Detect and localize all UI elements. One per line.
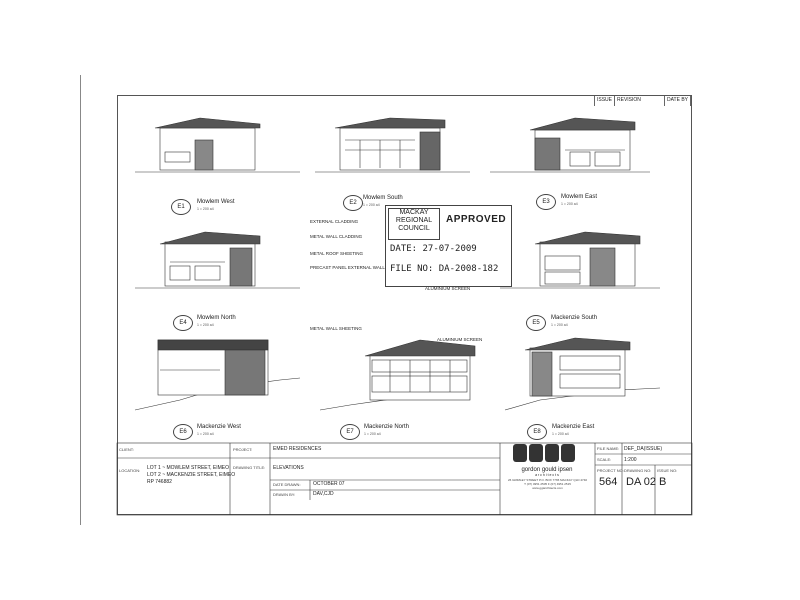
issue-no-label: ISSUE NO: <box>657 468 678 473</box>
issue-header: ISSUE <box>595 96 616 106</box>
elevation-e1-building <box>154 117 261 171</box>
elevation-e4-building <box>159 231 261 287</box>
elevation-e6-building <box>157 339 269 396</box>
firm-subtitle: a r c h i t e c t s <box>535 473 559 477</box>
elevation-e8-building <box>524 337 631 397</box>
firm-address-line: www.ggiarchitects.com <box>532 486 563 490</box>
elevation-scale-e3: 1 = 200 a4 <box>561 202 578 206</box>
firm-address-line: 26 GRIMLEY STREET P.O. BOX 7765 MACKAY Q… <box>507 478 588 482</box>
elevation-title-e8: Mackenzie East <box>552 424 595 430</box>
note-metal-wall-sheeting: METAL WALL SHEETING <box>310 326 362 331</box>
firm-address-line: T (07) 4951 2505 F (07) 4951 2515 <box>524 482 571 486</box>
date-header: DATE BY <box>665 96 691 106</box>
client-label: CLIENT: <box>119 447 134 452</box>
elevation-title-e4: Mowlem North <box>197 315 236 321</box>
location-line: LOT 1 ~ MOWLEM STREET, EIMEO <box>147 465 230 471</box>
note-metal-roof-sheeting: METAL ROOF SHEETING <box>310 251 364 256</box>
stamp-file-no: FILE NO: DA-2008-182 <box>390 264 499 274</box>
elevation-badge-e7: E7 <box>340 424 360 440</box>
note-external-cladding: EXTERNAL CLADDING <box>310 219 359 224</box>
location-label: LOCATION: <box>119 468 141 473</box>
stamp-date: DATE: 27-07-2009 <box>390 244 477 254</box>
elevation-e5-building <box>534 231 641 287</box>
revision-header: ISSUE REVISION DATE BY <box>594 96 691 106</box>
scale-label: SCALE: <box>597 457 612 462</box>
elevation-title-e1: Mowlem West <box>197 199 235 205</box>
location-line: LOT 2 ~ MACKENZIE STREET, EIMEO <box>147 472 236 478</box>
drawing-title: ELEVATIONS <box>273 465 304 471</box>
project-label: PROJECT: <box>233 447 253 452</box>
stamp-authority: MACKAY REGIONAL COUNCIL <box>388 208 440 240</box>
elevation-title-e3: Mowlem East <box>561 194 598 200</box>
date-drawn-label: DATE DRAWN: <box>273 482 301 487</box>
council-approval-stamp: MACKAY REGIONAL COUNCIL APPROVED DATE: 2… <box>385 205 512 287</box>
drawn-by: DAV,CJD <box>313 491 334 497</box>
note-aluminium-screen-1: ALUMINIUM SCREEN <box>425 286 471 291</box>
stamp-authority-line: MACKAY <box>399 209 429 216</box>
project-no-label: PROJECT NO: <box>597 468 624 473</box>
project-name: EMED RESIDENCES <box>273 446 322 452</box>
elevation-badge-e5: E5 <box>526 315 546 331</box>
elevation-e2-building <box>334 117 446 171</box>
elevation-e3-building <box>529 117 636 171</box>
file-name: DEF_DA(ISSUE) <box>624 446 663 452</box>
note-metal-wall-cladding: METAL WALL CLADDING <box>310 234 363 239</box>
elevation-badge-e6: E6 <box>173 424 193 440</box>
note-aluminium-screen-2: ALUMINIUM SCREEN <box>437 337 483 342</box>
revision-column-header: REVISION <box>615 96 665 106</box>
drawing-no-label: DRAWING NO: <box>624 468 652 473</box>
elevation-title-e5: Mackenzie South <box>551 315 598 321</box>
elevation-badge-e4: E4 <box>173 315 193 331</box>
elevation-badge-e2: E2 <box>343 195 363 211</box>
elevation-title-e7: Mackenzie North <box>364 424 410 430</box>
elevation-scale-e8: 1 = 200 a4 <box>552 432 569 436</box>
elevation-scale-e5: 1 = 200 a4 <box>551 323 568 327</box>
drawing-title-label: DRAWING TITLE: <box>233 465 266 470</box>
firm-address: 26 GRIMLEY STREET P.O. BOX 7765 MACKAY Q… <box>500 478 595 490</box>
elevation-title-e6: Mackenzie West <box>197 424 241 430</box>
date-drawn: OCTOBER 07 <box>313 481 345 487</box>
page-edge-line <box>80 75 81 525</box>
firm-logo <box>513 444 581 470</box>
firm-name-text: gordon gould ipsen <box>521 467 573 473</box>
elevation-e7-building <box>364 339 476 401</box>
drawn-by-label: DRAWN BY: <box>273 492 296 497</box>
elevation-scale-e4: 1 = 200 a4 <box>197 323 214 327</box>
elevation-badge-e8: E8 <box>527 424 547 440</box>
elevation-scale-e1: 1 = 200 a4 <box>197 207 214 211</box>
file-name-label: FILE NAME: <box>597 446 620 451</box>
elevation-badge-e1: E1 <box>171 199 191 215</box>
scale-value: 1:200 <box>624 457 637 463</box>
elevation-scale-e7: 1 = 200 a4 <box>364 432 381 436</box>
stamp-status: APPROVED <box>446 214 507 225</box>
note-precast-panel: PRECAST PANEL EXTERNAL WALL <box>310 265 385 270</box>
issue-no: B <box>659 476 667 488</box>
stamp-authority-line: COUNCIL <box>398 225 430 232</box>
elevation-scale-e6: 1 = 200 a4 <box>197 432 214 436</box>
project-no: 564 <box>599 476 618 488</box>
stamp-authority-line: REGIONAL <box>395 217 433 224</box>
elevation-title-e2: Mowlem South <box>363 195 403 201</box>
drawing-no: DA 02 <box>626 476 656 488</box>
title-block: CLIENT: PROJECT: EMED RESIDENCES LOCATIO… <box>117 443 692 515</box>
elevation-badge-e3: E3 <box>536 194 556 210</box>
drawing-sheet <box>117 95 692 515</box>
firm-name: gordon gould ipsen a r c h i t e c t s <box>512 467 582 477</box>
location-line: RP 746882 <box>147 479 172 485</box>
elevation-scale-e2: 1 = 200 a4 <box>363 203 380 207</box>
